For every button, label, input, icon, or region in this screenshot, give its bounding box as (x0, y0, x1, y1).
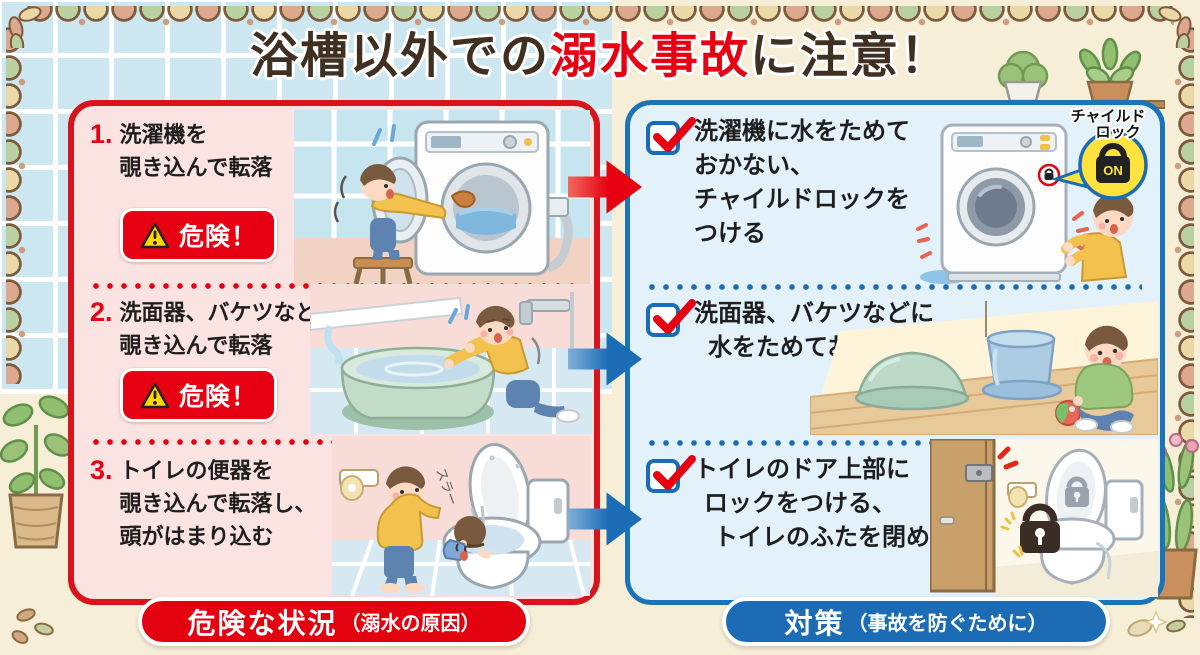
safety-item-1-line4: つける (694, 220, 766, 247)
countermeasure-footer-main: 対策 (784, 607, 845, 639)
scallop-border-top (26, 6, 1174, 28)
safety-item-2-line1: 洗面器、バケツなどに (694, 300, 934, 327)
title-highlight: 溺水事故 (549, 30, 750, 83)
checkbox-icon (646, 299, 696, 337)
toilet-lock-icon (1020, 503, 1060, 553)
basin-peek-illustration (310, 284, 592, 434)
danger-item-3: 3. トイレの便器を 覗き込んで転落し、 頭がはまり込む (90, 454, 316, 553)
check-icon (653, 299, 696, 334)
child-lock-label-line1: チャイルド (1071, 108, 1146, 125)
safety-item-3-line2: ロックをつける、 (704, 490, 896, 517)
item-number: 1. (90, 119, 113, 149)
danger-item-3-line3: 頭がはまり込む (119, 524, 274, 549)
scallop-border-left (6, 26, 28, 384)
child-lock-washing-machine-illustration: ON チャイルド ロック (916, 107, 1148, 284)
corner-leaf-sparkle-icon (1127, 610, 1168, 637)
washing-machine-peek-illustration (294, 110, 590, 286)
safety-item-1-line3: チャイルドロックを (694, 186, 910, 213)
countermeasure-footer-label: 対策 （事故を防ぐために） (722, 597, 1110, 646)
toilet-peek-illustration: スラー (332, 436, 590, 596)
countermeasure-panel: 洗濯機に水をためて おかない、 チャイルドロックを つける (625, 100, 1165, 605)
dotted-divider (648, 283, 1142, 291)
check-icon (653, 455, 696, 490)
danger-item-1-line1: 洗濯機を (119, 122, 208, 147)
danger-panel: 1. 洗濯機を 覗き込んで転落 危険！ (68, 100, 600, 605)
danger-footer-main: 危険な状況 (187, 607, 338, 639)
corner-leaves-icon (8, 6, 42, 48)
danger-item-2-line1: 洗面器、バケツなどを (119, 300, 340, 325)
danger-footer-sub: （溺水の原因） (340, 613, 481, 635)
item-number: 2. (90, 297, 113, 327)
lid-lock-icon (1065, 476, 1089, 507)
safety-item-1-line1: 洗濯機に水をためて (694, 118, 910, 145)
danger-item-2-line2: 覗き込んで転落 (119, 333, 273, 358)
safety-item-3-line1: トイレのドア上部に (694, 456, 910, 483)
danger-badge-label: 危険！ (179, 383, 258, 411)
corner-leaves-icon (1158, 6, 1192, 48)
warning-triangle-icon (140, 382, 170, 408)
danger-badge: 危険！ (120, 208, 278, 262)
item-number: 3. (90, 455, 113, 485)
empty-buckets-illustration (810, 301, 1158, 435)
danger-item-3-line1: トイレの便器を (119, 458, 274, 483)
danger-badge-label: 危険！ (179, 223, 258, 251)
potted-plant-decoration (0, 395, 72, 644)
danger-badge: 危険！ (120, 368, 278, 422)
danger-item-2: 2. 洗面器、バケツなどを 覗き込んで転落 (90, 296, 340, 362)
checkbox-icon (646, 117, 696, 155)
title-pre: 浴槽以外での (249, 30, 550, 83)
safety-item-1: 洗濯機に水をためて おかない、 チャイルドロックを つける (694, 115, 910, 251)
check-icon (653, 117, 696, 152)
safety-item-1-line2: おかない、 (694, 152, 814, 179)
page-title: 浴槽以外での溺水事故に注意！ (0, 16, 1200, 86)
dotted-divider (648, 439, 1142, 447)
title-post: に注意！ (750, 30, 951, 83)
danger-item-1: 1. 洗濯機を 覗き込んで転落 (90, 118, 272, 184)
danger-footer-label: 危険な状況 （溺水の原因） (138, 597, 530, 646)
checkbox-icon (646, 455, 696, 493)
countermeasure-footer-sub: （事故を防ぐために） (847, 613, 1048, 635)
child-lock-label-line2: ロック (1095, 124, 1140, 141)
danger-item-3-line2: 覗き込んで転落し、 (119, 491, 317, 516)
safety-item-3: トイレのドア上部に ロックをつける、 トイレのふたを閉める (694, 453, 954, 555)
child-lock-on-label: ON (1103, 163, 1123, 178)
warning-triangle-icon (140, 222, 170, 248)
danger-item-1-line2: 覗き込んで転落 (119, 155, 273, 180)
safety-item-3-line3: トイレのふたを閉める (714, 524, 954, 551)
locked-toilet-illustration (930, 439, 1158, 597)
